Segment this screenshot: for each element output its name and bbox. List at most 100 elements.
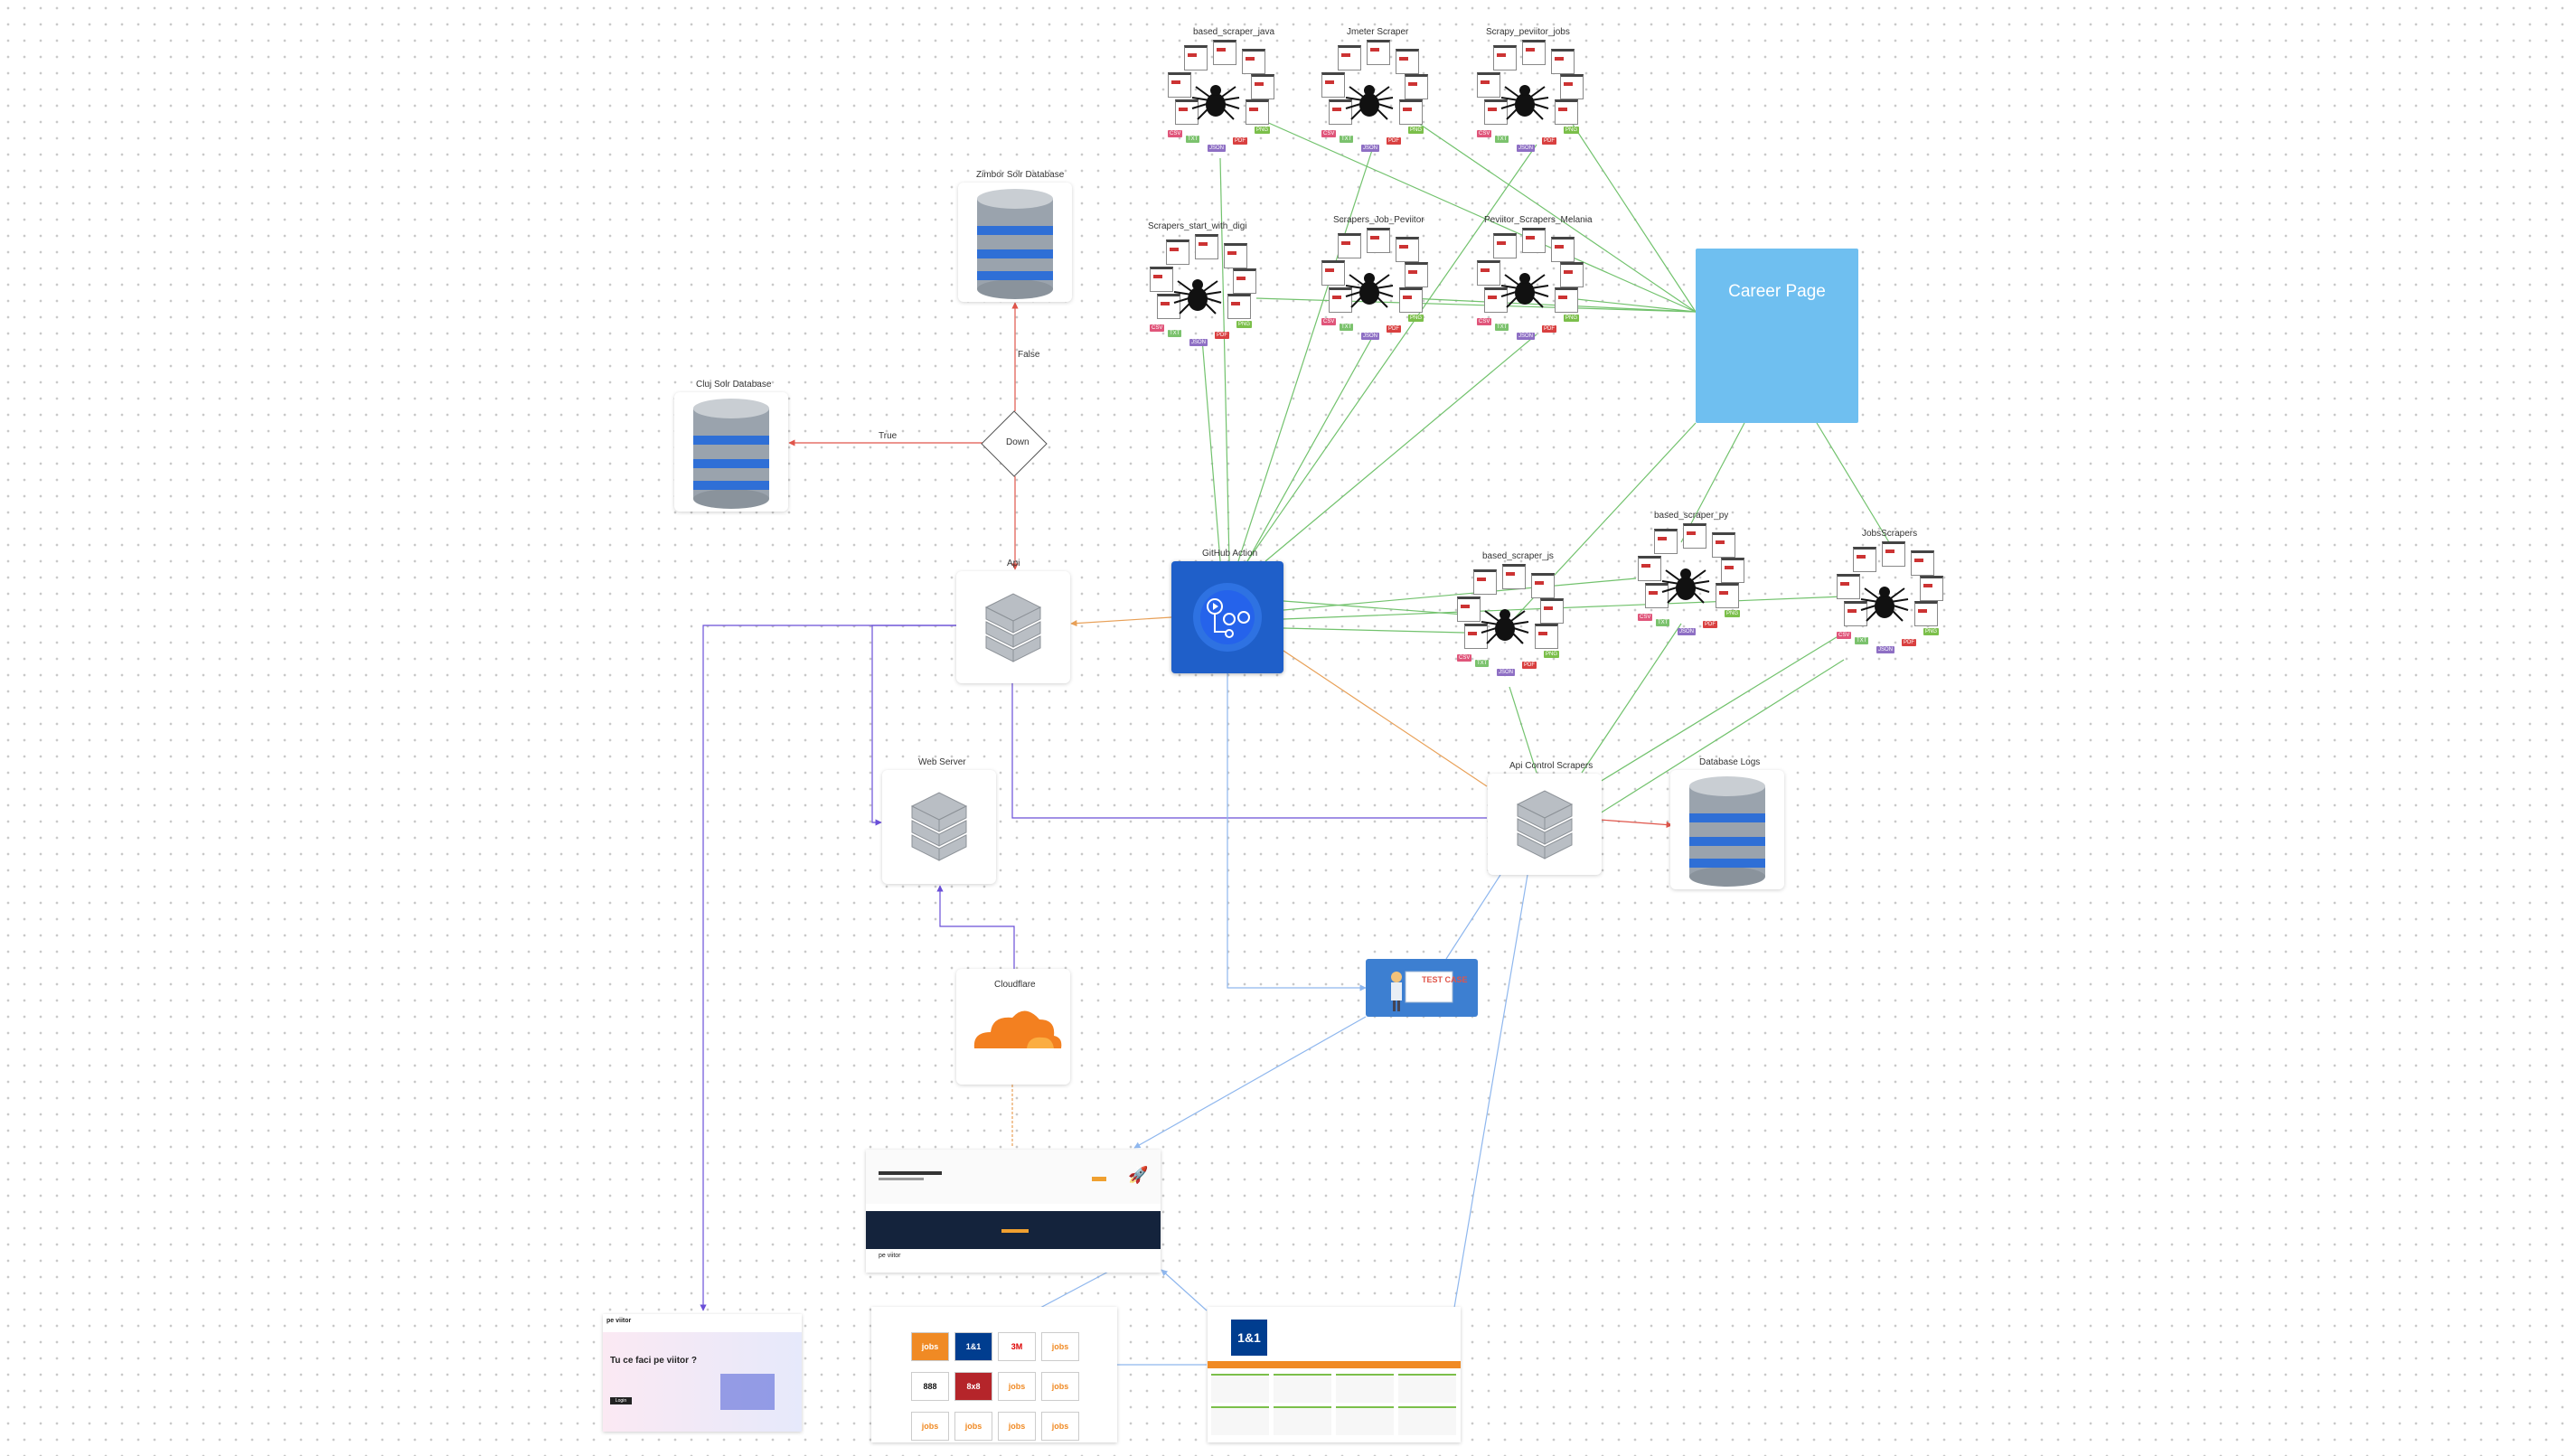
job-card[interactable] [1274,1406,1331,1435]
file-badge-pdf: PDF [1703,621,1717,628]
edge [1201,338,1221,562]
hero-login-button[interactable]: Login [610,1397,632,1404]
spider-icon [1500,273,1549,308]
web-page-icon [1150,267,1173,292]
github-actions-icon [1193,583,1262,652]
web-page-icon [1493,233,1517,258]
file-badge-txt: TXT [1656,619,1670,626]
file-badge-pdf: PDF [1233,137,1247,145]
scraper-label: based_scraper_java [1193,27,1275,37]
job-card[interactable] [1336,1406,1394,1435]
test-case-node[interactable]: TEST CASE [1366,959,1478,1017]
web-page-icon [1168,72,1191,98]
web-page-icon [1329,287,1352,313]
file-badge-txt: TXT [1168,330,1182,337]
web-page-icon [1157,294,1180,319]
orange-edges [1011,616,1488,1148]
web-page-icon [1338,233,1361,258]
company-logo-tile[interactable]: 1&1 [954,1332,992,1361]
file-badge-json: JSON [1678,628,1697,635]
job-card[interactable] [1336,1374,1394,1403]
hero-title: Tu ce faci pe viitor ? [610,1356,697,1366]
cloud-icon [973,1010,1062,1048]
web-server-node[interactable]: Web Server [882,757,996,884]
web-page-icon [1560,262,1584,287]
web-page-icon [1251,74,1274,99]
edge [1567,297,1697,313]
landing-cta-button[interactable] [1092,1177,1106,1181]
company-logo-tile[interactable]: 888 [911,1372,949,1401]
company-logo-tile[interactable]: jobs [911,1332,949,1361]
company-logo-tile[interactable]: jobs [911,1412,949,1441]
landing-banner-button[interactable] [1001,1229,1029,1233]
job-card[interactable] [1211,1374,1269,1403]
career-page-label: Career Page [1728,282,1826,301]
file-badge-csv: CSV [1477,318,1492,325]
web-page-icon [1911,550,1934,576]
cluj-db-node[interactable]: Cluj Solr Database [674,380,788,512]
test-case-icon [1391,971,1453,1011]
job-card[interactable] [1398,1406,1456,1435]
file-badge-pdf: PDF [1522,662,1537,669]
company-logo-tile[interactable]: jobs [1041,1412,1079,1441]
jobs-screenshot[interactable]: 1&1 [1208,1307,1461,1442]
career-page-node[interactable]: Career Page [1696,249,1858,423]
job-card[interactable] [1398,1374,1456,1403]
job-card[interactable] [1274,1374,1331,1403]
job-card[interactable] [1211,1406,1269,1435]
web-page-icon [1367,228,1390,253]
api-control-node[interactable]: Api Control Scrapers [1488,761,1602,875]
hero-screenshot[interactable]: pe viitor Tu ce faci pe viitor ? Login [603,1314,802,1432]
server-icon [910,792,968,861]
zimbor-db-node[interactable]: Zimbor Solr Database [958,170,1072,302]
edge [1283,650,1488,787]
web-page-icon [1551,237,1575,262]
company-logo-tile[interactable]: jobs [1041,1332,1079,1361]
file-badge-csv: CSV [1321,130,1337,137]
edge [1283,627,1465,634]
cloudflare-node[interactable]: Cloudflare [956,969,1070,1085]
edge [1161,1269,1208,1311]
decision-node[interactable]: Down [980,409,1048,478]
web-page-icon [1844,601,1867,626]
database-logs-label: Database Logs [1699,757,1761,767]
company-logo-tile[interactable]: jobs [998,1372,1036,1401]
scraper-label: Peviitor_Scrapers_Melania [1484,215,1593,225]
file-badge-json: JSON [1361,145,1380,152]
company-logo-tile[interactable]: jobs [998,1412,1036,1441]
landing-screenshot[interactable]: 🚀 pe viitor [866,1150,1161,1273]
edge-label-false: False [1018,350,1040,360]
file-badge-txt: TXT [1475,660,1490,667]
edge-cloudflare-webserver [936,885,1015,970]
company-logo-tile[interactable]: 8x8 [954,1372,992,1401]
api-node[interactable]: Api [956,559,1070,683]
company-logo-tile[interactable]: 3M [998,1332,1036,1361]
edge [1255,117,1697,313]
web-page-icon [1882,541,1905,567]
company-logo-tile[interactable]: jobs [954,1412,992,1441]
file-badge-png: PNG [1236,321,1253,328]
diamond-shape [981,410,1048,477]
database-logs-node[interactable]: Database Logs [1670,757,1784,889]
web-page-icon [1184,45,1208,70]
file-badge-txt: TXT [1340,136,1354,143]
file-badge-csv: CSV [1457,654,1472,662]
file-badge-pdf: PDF [1542,137,1556,145]
landing-brand: pe viitor [879,1253,901,1259]
file-badge-png: PNG [1408,315,1424,322]
github-action-node[interactable] [1171,561,1283,673]
web-page-icon [1721,558,1744,583]
company-logo-tile[interactable]: jobs [1041,1372,1079,1401]
file-badge-csv: CSV [1321,318,1337,325]
